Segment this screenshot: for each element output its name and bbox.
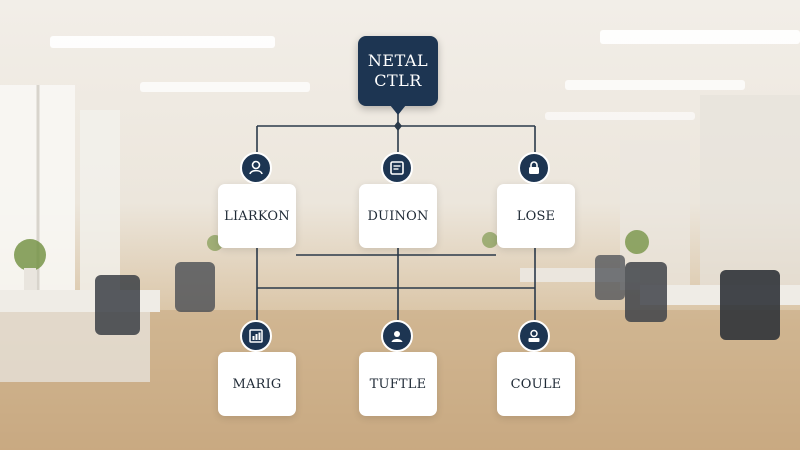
node-coule[interactable]: COULE	[497, 352, 575, 416]
node-label: LIARKON	[224, 208, 290, 224]
node-label: COULE	[510, 376, 562, 392]
node-liarkon[interactable]: LIARKON	[218, 184, 296, 248]
chart-icon	[240, 320, 272, 352]
node-duinon[interactable]: DUINON	[359, 184, 437, 248]
node-label: DUINON	[367, 208, 429, 224]
document-icon	[381, 152, 413, 184]
node-marig[interactable]: MARIG	[218, 352, 296, 416]
user-card-icon	[518, 320, 550, 352]
person-upload-icon	[381, 320, 413, 352]
root-label-line1: NETAL	[367, 51, 429, 70]
node-tuftle[interactable]: TUFTLE	[359, 352, 437, 416]
root-label-line2: CTLR	[374, 71, 422, 90]
node-label: MARIG	[232, 376, 282, 392]
person-icon	[240, 152, 272, 184]
lock-icon	[518, 152, 550, 184]
node-lose[interactable]: LOSE	[497, 184, 575, 248]
node-label: TUFTLE	[369, 376, 427, 392]
node-label: LOSE	[516, 208, 556, 224]
root-node[interactable]: NETAL CTLR	[358, 36, 438, 115]
